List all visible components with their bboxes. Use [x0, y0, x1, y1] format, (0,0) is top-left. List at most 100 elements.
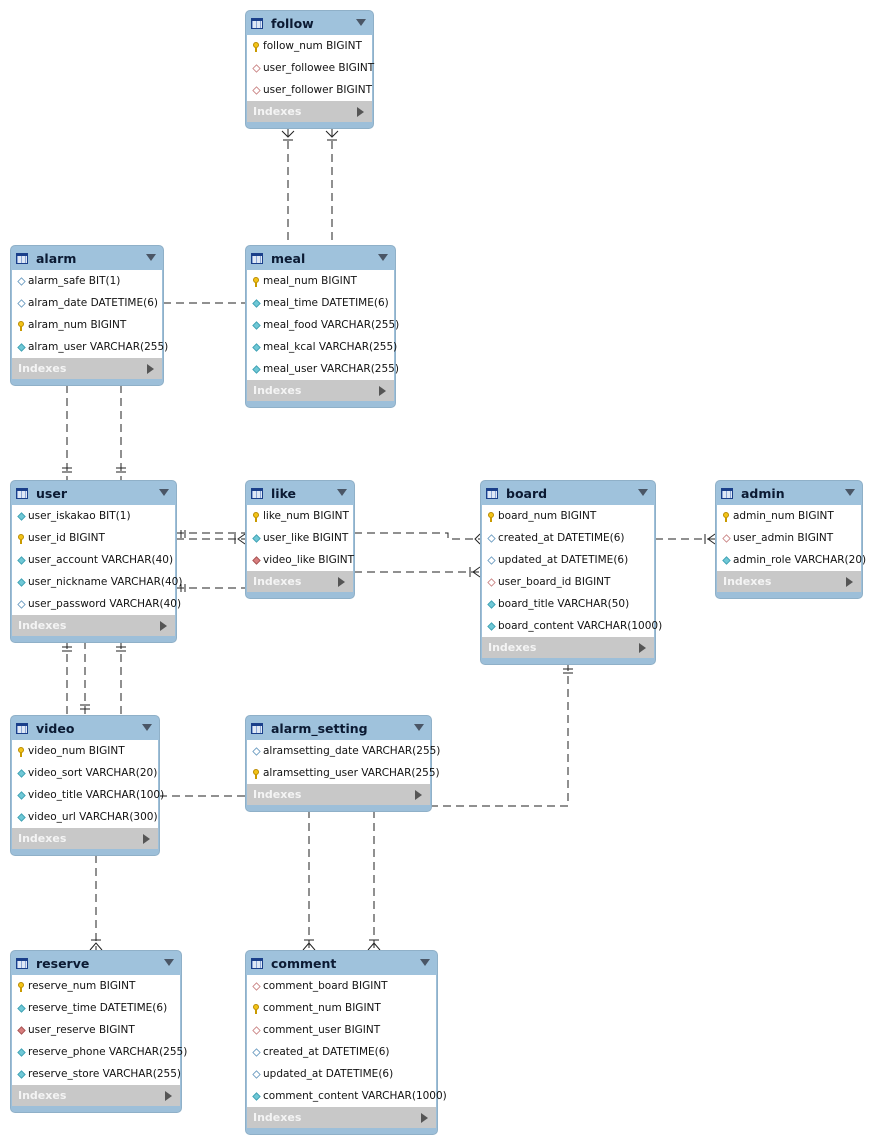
column-row[interactable]: alramsetting_user VARCHAR(255)	[247, 762, 440, 784]
column-row[interactable]: comment_num BIGINT	[247, 997, 436, 1019]
column-row[interactable]: meal_user VARCHAR(255)	[247, 358, 399, 380]
collapse-arrow-icon[interactable]	[378, 254, 388, 261]
table-header[interactable]: board	[481, 481, 655, 505]
column-row[interactable]: user_iskakao BIT(1)	[12, 505, 175, 527]
indexes-section[interactable]: Indexes	[247, 571, 353, 592]
table-header[interactable]: like	[246, 481, 354, 505]
table-video[interactable]: video video_num BIGINT video_sort VARCHA…	[10, 715, 164, 856]
column-row[interactable]: comment_content VARCHAR(1000)	[247, 1085, 447, 1107]
indexes-section[interactable]: Indexes	[12, 615, 175, 636]
table-admin[interactable]: admin admin_num BIGINT user_admin BIGINT…	[715, 480, 866, 599]
table-follow[interactable]: follow follow_num BIGINT user_followee B…	[245, 10, 374, 129]
collapse-arrow-icon[interactable]	[337, 489, 347, 496]
table-reserve[interactable]: reserve reserve_num BIGINT reserve_time …	[10, 950, 187, 1113]
column-row[interactable]: board_title VARCHAR(50)	[482, 593, 654, 615]
column-row[interactable]: comment_board BIGINT	[247, 975, 436, 997]
column-row[interactable]: video_sort VARCHAR(20)	[12, 762, 158, 784]
column-row[interactable]: board_num BIGINT	[482, 505, 654, 527]
column-row[interactable]: meal_kcal VARCHAR(255)	[247, 336, 397, 358]
column-row[interactable]: user_follower BIGINT	[247, 79, 372, 101]
indexes-section[interactable]: Indexes	[247, 1107, 436, 1128]
expand-arrow-icon[interactable]	[165, 1091, 172, 1101]
table-header[interactable]: reserve	[11, 951, 181, 975]
column-row[interactable]: video_url VARCHAR(300)	[12, 806, 158, 828]
table-header[interactable]: admin	[716, 481, 862, 505]
column-row[interactable]: user_nickname VARCHAR(40)	[12, 571, 182, 593]
column-row[interactable]: alram_num BIGINT	[12, 314, 162, 336]
expand-arrow-icon[interactable]	[357, 107, 364, 117]
table-alarm[interactable]: alarm alarm_safe BIT(1) alram_date DATET…	[10, 245, 168, 386]
collapse-arrow-icon[interactable]	[414, 724, 424, 731]
column-row[interactable]: created_at DATETIME(6)	[247, 1041, 436, 1063]
table-header[interactable]: comment	[246, 951, 437, 975]
table-like[interactable]: like like_num BIGINT user_like BIGINT vi…	[245, 480, 355, 599]
column-row[interactable]: admin_num BIGINT	[717, 505, 861, 527]
column-row[interactable]: reserve_phone VARCHAR(255)	[12, 1041, 187, 1063]
column-row[interactable]: user_password VARCHAR(40)	[12, 593, 181, 615]
expand-arrow-icon[interactable]	[338, 577, 345, 587]
indexes-section[interactable]: Indexes	[12, 358, 162, 379]
collapse-arrow-icon[interactable]	[845, 489, 855, 496]
collapse-arrow-icon[interactable]	[142, 724, 152, 731]
collapse-arrow-icon[interactable]	[146, 254, 156, 261]
expand-arrow-icon[interactable]	[379, 386, 386, 396]
indexes-section[interactable]: Indexes	[247, 380, 394, 401]
column-row[interactable]: updated_at DATETIME(6)	[482, 549, 654, 571]
column-row[interactable]: reserve_store VARCHAR(255)	[12, 1063, 181, 1085]
indexes-section[interactable]: Indexes	[247, 101, 372, 122]
indexes-section[interactable]: Indexes	[717, 571, 861, 592]
column-row[interactable]: user_account VARCHAR(40)	[12, 549, 175, 571]
table-header[interactable]: user	[11, 481, 176, 505]
table-comment[interactable]: comment comment_board BIGINT comment_num…	[245, 950, 447, 1135]
table-header[interactable]: meal	[246, 246, 395, 270]
expand-arrow-icon[interactable]	[639, 643, 646, 653]
expand-arrow-icon[interactable]	[415, 790, 422, 800]
table-header[interactable]: alarm_setting	[246, 716, 431, 740]
collapse-arrow-icon[interactable]	[356, 19, 366, 26]
indexes-section[interactable]: Indexes	[12, 1085, 180, 1106]
column-row[interactable]: alram_date DATETIME(6)	[12, 292, 162, 314]
column-row[interactable]: admin_role VARCHAR(20)	[717, 549, 866, 571]
column-row[interactable]: user_admin BIGINT	[717, 527, 861, 549]
column-row[interactable]: reserve_num BIGINT	[12, 975, 180, 997]
column-row[interactable]: board_content VARCHAR(1000)	[482, 615, 662, 637]
column-row[interactable]: created_at DATETIME(6)	[482, 527, 654, 549]
column-row[interactable]: video_title VARCHAR(100)	[12, 784, 164, 806]
table-meal[interactable]: meal meal_num BIGINT meal_time DATETIME(…	[245, 245, 399, 408]
collapse-arrow-icon[interactable]	[164, 959, 174, 966]
column-row[interactable]: meal_food VARCHAR(255)	[247, 314, 399, 336]
column-row[interactable]: updated_at DATETIME(6)	[247, 1063, 436, 1085]
table-header[interactable]: alarm	[11, 246, 163, 270]
table-header[interactable]: video	[11, 716, 159, 740]
column-row[interactable]: meal_num BIGINT	[247, 270, 394, 292]
column-row[interactable]: alarm_safe BIT(1)	[12, 270, 162, 292]
column-row[interactable]: like_num BIGINT	[247, 505, 353, 527]
column-row[interactable]: user_like BIGINT	[247, 527, 353, 549]
expand-arrow-icon[interactable]	[143, 834, 150, 844]
table-header[interactable]: follow	[246, 11, 373, 35]
expand-arrow-icon[interactable]	[846, 577, 853, 587]
column-row[interactable]: reserve_time DATETIME(6)	[12, 997, 180, 1019]
table-board[interactable]: board board_num BIGINT created_at DATETI…	[480, 480, 662, 665]
indexes-section[interactable]: Indexes	[482, 637, 654, 658]
column-row[interactable]: user_board_id BIGINT	[482, 571, 654, 593]
expand-arrow-icon[interactable]	[147, 364, 154, 374]
collapse-arrow-icon[interactable]	[638, 489, 648, 496]
column-row[interactable]: alramsetting_date VARCHAR(255)	[247, 740, 440, 762]
collapse-arrow-icon[interactable]	[420, 959, 430, 966]
indexes-section[interactable]: Indexes	[247, 784, 430, 805]
column-row[interactable]: user_reserve BIGINT	[12, 1019, 180, 1041]
table-user[interactable]: user user_iskakao BIT(1) user_id BIGINT …	[10, 480, 182, 643]
indexes-section[interactable]: Indexes	[12, 828, 158, 849]
column-row[interactable]: video_num BIGINT	[12, 740, 158, 762]
column-row[interactable]: user_followee BIGINT	[247, 57, 374, 79]
column-row[interactable]: alram_user VARCHAR(255)	[12, 336, 168, 358]
column-row[interactable]: user_id BIGINT	[12, 527, 175, 549]
table-alarm-setting[interactable]: alarm_setting alramsetting_date VARCHAR(…	[245, 715, 440, 812]
collapse-arrow-icon[interactable]	[159, 489, 169, 496]
expand-arrow-icon[interactable]	[421, 1113, 428, 1123]
column-row[interactable]: meal_time DATETIME(6)	[247, 292, 394, 314]
column-row[interactable]: follow_num BIGINT	[247, 35, 372, 57]
column-row[interactable]: comment_user BIGINT	[247, 1019, 436, 1041]
expand-arrow-icon[interactable]	[160, 621, 167, 631]
